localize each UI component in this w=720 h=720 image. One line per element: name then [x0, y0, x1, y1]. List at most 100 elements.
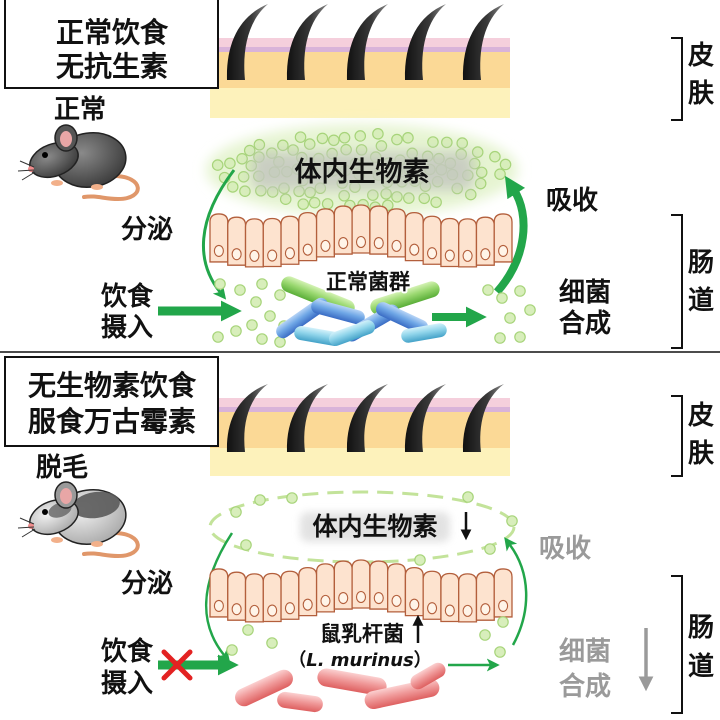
hair-strand [462, 4, 504, 80]
bacteria-latin-name: （L. murinus） [288, 650, 432, 671]
bacterium [277, 691, 323, 713]
biotin-dot [237, 171, 250, 183]
intestinal-epithelium [209, 204, 513, 268]
cell-nucleus [267, 249, 278, 262]
latin-open-paren: （ [288, 650, 306, 671]
biotin-dot [427, 136, 439, 148]
skin-label-char-2: 肤 [688, 79, 715, 109]
biotin-dot [514, 331, 526, 343]
biotin-dot [274, 289, 286, 301]
hair-strands [226, 4, 504, 80]
biotin-dots-gut [212, 278, 536, 348]
condition-line-2: 无抗生素 [56, 50, 168, 83]
biotin-dot [303, 138, 316, 150]
biotin-dot [243, 144, 256, 157]
biotin-dot [321, 198, 334, 210]
cell-nucleus [213, 244, 224, 257]
biotin-dot [494, 646, 506, 658]
bacterium [235, 669, 293, 707]
biotin-dot [253, 138, 266, 151]
biotin-dot [441, 136, 453, 149]
absorption-label: 吸收 [546, 186, 598, 216]
bacteria-label: 鼠乳杆菌 [320, 622, 404, 646]
hair-strand [226, 384, 268, 452]
cell-nucleus [338, 591, 349, 605]
cell-nucleus [355, 590, 367, 604]
cross-icon [161, 649, 193, 681]
biotin-dot [474, 177, 487, 190]
biotin-dot [214, 278, 226, 290]
cell-nucleus [480, 248, 491, 261]
cell-nucleus [444, 249, 455, 262]
biotin-dot [211, 159, 224, 171]
gut-bracket: 肠 道 [671, 214, 714, 349]
biotin-dot [297, 198, 310, 210]
cell-nucleus [302, 243, 313, 256]
flora-label: 正常菌群 [326, 270, 410, 294]
biotin-dot [499, 158, 512, 171]
biotin-dot [494, 168, 506, 180]
condition-line-1: 无生物素饮食 [28, 369, 197, 402]
biotin-dot [236, 153, 248, 165]
cell-nucleus [284, 247, 295, 260]
mouse-icon [17, 124, 140, 202]
biotin-dot [230, 506, 242, 518]
biotin-dot [391, 133, 403, 146]
secretion-label: 分泌 [121, 569, 173, 599]
cell-nucleus [427, 247, 438, 260]
skin-label-char-1: 皮 [688, 41, 714, 71]
intestinal-epithelium [209, 559, 513, 623]
cell-nucleus [338, 236, 349, 250]
deficient-panel: 无生物素饮食 服食万古霉素 脱毛 体内生物素 吸收 [4, 356, 715, 714]
biotin-dot [277, 139, 289, 152]
cell-nucleus [320, 594, 331, 607]
normal-panel: 正常饮食 无抗生素 正常 体内生物素 吸收 分泌 [4, 0, 715, 349]
condition-box: 正常饮食 无抗生素 [4, 0, 219, 89]
biotin-label-backdrop [300, 512, 450, 542]
biotin-dot [226, 644, 238, 656]
gut-label-char-1: 肠 [688, 248, 714, 278]
biotin-dot [242, 624, 254, 636]
bacterium [401, 323, 447, 343]
synthesis-label-line-2: 合成 [559, 671, 611, 702]
biotin-dot [479, 629, 491, 641]
biotin-dot [294, 131, 307, 143]
biotin-dot [274, 336, 286, 348]
cell-nucleus [373, 591, 384, 605]
biotin-label: 体内生物素 [295, 157, 430, 188]
biotin-dot [430, 196, 442, 209]
biotin-dot [230, 325, 242, 337]
cell-nucleus [231, 248, 242, 261]
biotin-dot [497, 616, 509, 628]
cell-nucleus [480, 603, 491, 616]
latin-name: L. murinus [306, 650, 414, 671]
cell-nucleus [391, 239, 402, 252]
gut-label-char-2: 道 [688, 285, 714, 316]
condition-box: 无生物素饮食 服食万古霉素 [4, 356, 219, 447]
biotin-dot [372, 128, 384, 140]
absorption-arrow [504, 537, 528, 646]
biotin-dot [256, 278, 268, 290]
skin-label-char-1: 皮 [688, 401, 714, 431]
hair-strand [346, 4, 388, 80]
absorption-arrow [493, 175, 528, 295]
biotin-dot [494, 332, 506, 344]
lactobacillus-murinus-bacteria [235, 662, 446, 713]
biotin-dot [234, 284, 246, 296]
biotin-dot [246, 319, 258, 331]
secretion-arrow [202, 169, 236, 300]
mouse-icon [17, 481, 140, 559]
skin-bracket: 皮 肤 [671, 37, 715, 121]
cell-nucleus [498, 599, 509, 612]
cell-nucleus [213, 599, 224, 612]
cell-nucleus [409, 598, 420, 611]
biotin-label-backdrop [252, 152, 474, 190]
biotin-dot [482, 284, 494, 296]
biotin-dot [266, 637, 278, 649]
gut-label-char-1: 肠 [688, 613, 714, 643]
cell-nucleus [231, 603, 242, 616]
cell-nucleus [462, 604, 473, 617]
cell-nucleus [409, 243, 420, 256]
cell-nucleus [391, 594, 402, 607]
cell-nucleus [249, 604, 260, 617]
